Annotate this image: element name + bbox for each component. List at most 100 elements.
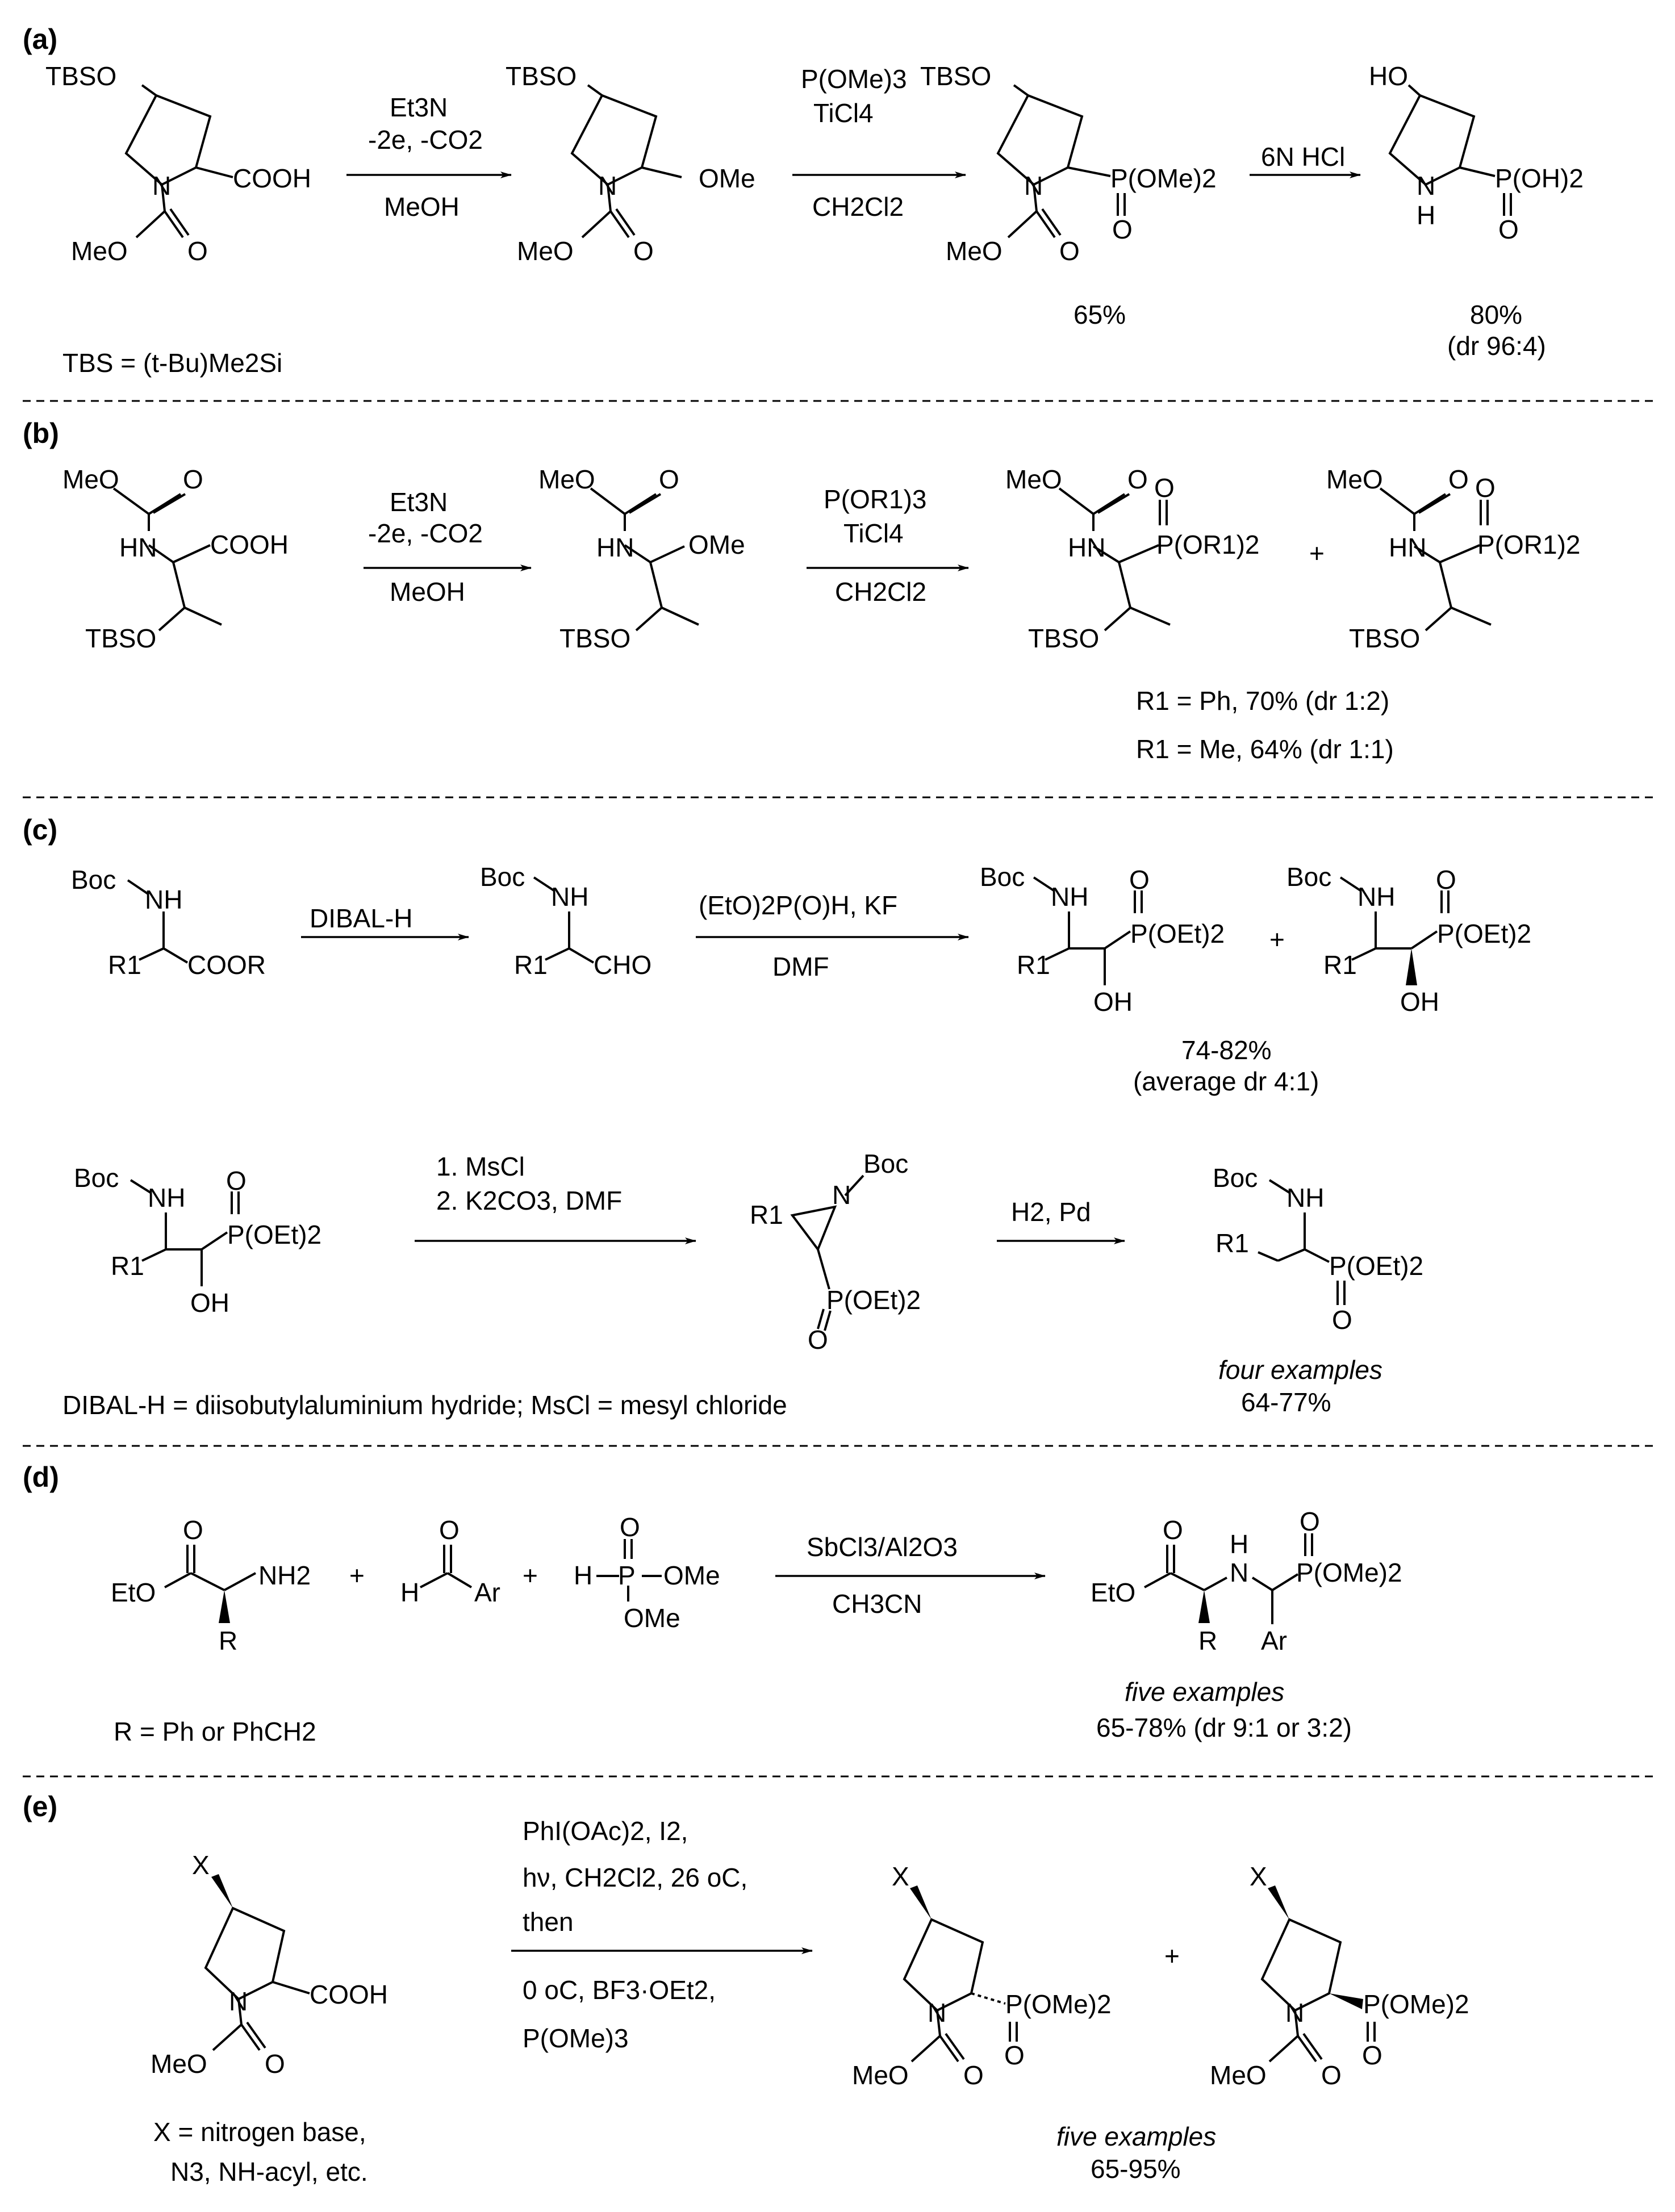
plus-sign: + xyxy=(349,1561,365,1590)
substituent-label: MeO xyxy=(1326,465,1383,494)
atom-label: O xyxy=(265,2049,285,2079)
substituent-label: P(OEt)2 xyxy=(1437,919,1531,948)
atom-label: O xyxy=(1127,465,1148,494)
atom-label: O xyxy=(963,2060,984,2090)
a-condition-1-line-3: MeOH xyxy=(384,192,460,221)
substituent-label: EtO xyxy=(1091,1578,1135,1607)
substituent-label: MeO xyxy=(946,236,1003,266)
atom-label: O xyxy=(633,236,654,266)
atom-label: O xyxy=(1475,473,1496,503)
panel-label-c: (c) xyxy=(23,814,57,846)
d-condition-line-1: SbCl3/Al2O3 xyxy=(807,1532,958,1562)
a-product-2-dr: (dr 96:4) xyxy=(1447,331,1546,361)
atom-label: O xyxy=(1129,865,1150,894)
substituent-label: TBSO xyxy=(559,624,630,653)
e-yield: 65-95% xyxy=(1091,2154,1181,2184)
c-condition-2-line-2: DMF xyxy=(772,952,829,981)
atom-label: O xyxy=(183,1515,203,1545)
atom-label: NH xyxy=(1286,1183,1324,1212)
atom-label: NH xyxy=(148,1183,185,1212)
e-condition-line-5: P(OMe)3 xyxy=(523,2023,629,2053)
d-yield: 65-78% (dr 9:1 or 3:2) xyxy=(1096,1713,1352,1742)
plus-sign: + xyxy=(1269,925,1285,954)
c-condition-3-line-2: 2. K2CO3, DMF xyxy=(436,1186,622,1215)
abbreviation-definitions: DIBAL-H = diisobutylaluminium hydride; M… xyxy=(62,1390,787,1420)
substituent-label: MeO xyxy=(517,236,574,266)
panel-label-d: (d) xyxy=(23,1461,59,1493)
plus-sign: + xyxy=(1309,538,1325,568)
e-product-1: X N P(OMe)2 O MeO O xyxy=(852,1862,1112,2090)
a-intermediate: TBSO OMe N MeO O xyxy=(506,61,755,266)
a-product-2: HO P(OH)2 O N H 80% (dr 96:4) xyxy=(1369,61,1584,361)
substituent-label: P(OEt)2 xyxy=(826,1285,921,1315)
panel-d: (d) O EtO NH2 R + O H Ar + O H P OMe OMe… xyxy=(23,1461,1402,1746)
b-condition-2-line-2: TiCl4 xyxy=(843,518,904,548)
b-condition-1-line-3: MeOH xyxy=(390,577,465,607)
substituent-label: R1 xyxy=(1215,1228,1249,1258)
x-definition-line-2: N3, NH-acyl, etc. xyxy=(170,2157,368,2186)
atom-label: O xyxy=(1321,2060,1342,2090)
panel-c: (c) Boc NH R1 COOR DIBAL-H Boc NH R1 CHO… xyxy=(23,814,1531,1420)
atom-label: NH xyxy=(1051,882,1088,911)
e-condition-line-1: PhI(OAc)2, I2, xyxy=(523,1816,688,1846)
atom-label: O xyxy=(1154,473,1175,503)
d-aldehyde: O H Ar xyxy=(400,1515,500,1607)
b-starting-material: MeO O HN COOH TBSO xyxy=(62,465,289,653)
atom-label: O xyxy=(1059,236,1080,266)
substituent-label: TBSO xyxy=(45,61,116,91)
substituent-label: P(OMe)2 xyxy=(1363,1989,1469,2019)
atom-label: O xyxy=(1448,465,1469,494)
atom-label: O xyxy=(659,465,679,494)
substituent-label: OMe xyxy=(688,530,745,559)
atom-label: O xyxy=(1498,215,1519,244)
substituent-label: Boc xyxy=(480,862,525,892)
substituent-label: MeO xyxy=(538,465,595,494)
atom-label: O xyxy=(1163,1515,1183,1545)
substituent-label: TBSO xyxy=(85,624,156,653)
a-condition-3: 6N HCl xyxy=(1261,142,1345,172)
atom-label: HN xyxy=(1389,533,1426,562)
b-result-1: R1 = Ph, 70% (dr 1:2) xyxy=(1136,686,1389,716)
c-condition-3-line-1: 1. MsCl xyxy=(436,1152,525,1181)
r-definition: R = Ph or PhCH2 xyxy=(114,1717,316,1746)
a-condition-2-line-3: CH2Cl2 xyxy=(812,192,904,221)
b-result-2: R1 = Me, 64% (dr 1:1) xyxy=(1136,734,1394,764)
substituent-label: Boc xyxy=(980,862,1025,892)
substituent-label: R1 xyxy=(111,1251,144,1281)
atom-label: X xyxy=(1250,1862,1267,1891)
substituent-label: HO xyxy=(1369,61,1408,91)
substituent-label: P(OR1)2 xyxy=(1156,530,1259,559)
substituent-label: MeO xyxy=(151,2049,207,2079)
atom-label: HN xyxy=(596,533,634,562)
atom-label: NH xyxy=(1357,882,1395,911)
a-condition-2-line-1: P(OMe)3 xyxy=(801,64,907,94)
substituent-label: P(OMe)2 xyxy=(1110,164,1217,193)
b-condition-1-line-1: Et3N xyxy=(390,487,448,517)
atom-label: N xyxy=(229,1987,248,2016)
e-starting-material: X N COOH MeO O xyxy=(151,1850,388,2079)
atom-label: NH xyxy=(145,885,182,914)
substituent-label: Ar xyxy=(474,1578,500,1607)
panel-b: (b) MeO O HN COOH TBSO Et3N -2e, -CO2 Me… xyxy=(23,417,1580,764)
substituent-label: R xyxy=(219,1626,237,1655)
substituent-label: P(OEt)2 xyxy=(1130,919,1225,948)
e-product-2: X N P(OMe)2 O MeO O xyxy=(1210,1862,1469,2090)
x-definition-line-1: X = nitrogen base, xyxy=(153,2117,366,2147)
substituent-label: R1 xyxy=(514,950,548,980)
substituent-label: P(OH)2 xyxy=(1495,164,1584,193)
atom-label: N xyxy=(1285,1998,1304,2027)
a-product-1-yield: 65% xyxy=(1073,300,1126,329)
substituent-label: P(OEt)2 xyxy=(227,1220,321,1249)
plus-sign: + xyxy=(1164,1941,1180,1971)
c-substrate-2: Boc NH R1 O P(OEt)2 OH xyxy=(74,1163,321,1318)
c-aziridine: R1 N Boc P(OEt)2 O xyxy=(750,1149,921,1354)
atom-label: O xyxy=(1004,2040,1025,2070)
atom-label: N xyxy=(832,1180,851,1210)
e-examples: five examples xyxy=(1056,2122,1216,2151)
substituent-label: Ar xyxy=(1261,1626,1287,1655)
substituent-label: TBSO xyxy=(920,61,991,91)
a-condition-1-line-2: -2e, -CO2 xyxy=(368,125,483,154)
c-product-2: Boc NH R1 O P(OEt)2 OH xyxy=(1286,862,1531,1017)
plus-sign: + xyxy=(523,1561,538,1590)
atom-label: O xyxy=(183,465,203,494)
